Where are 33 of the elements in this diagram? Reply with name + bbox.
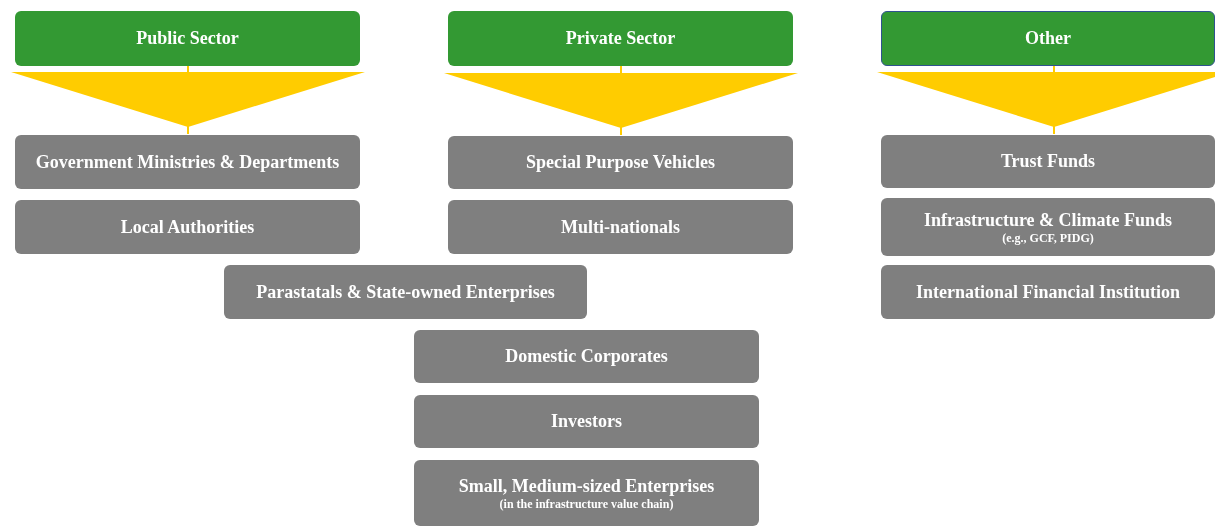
box-label: Infrastructure & Climate Funds [923,209,1173,231]
box-label: Other [1025,28,1071,49]
box-label: International Financial Institution [915,281,1180,303]
entity-box [224,265,587,319]
funnel-arrow [11,65,365,135]
box-label: Multi-nationals [561,216,680,238]
box-note: (in the infrastructure value chain) [499,496,674,511]
box-label: Private Sector [565,28,676,49]
entity-box [881,135,1215,188]
entity-box [448,200,793,254]
box-label: Investors [551,411,622,432]
category-header [448,11,793,66]
box-label: Government Ministries & Departments [35,151,340,173]
funnel-arrow [877,65,1215,135]
box-label: Special Purpose Vehicles [526,152,715,173]
box-label: Local Authorities [120,216,255,238]
entity-box [414,330,759,383]
box-label: Domestic Corporates [505,346,668,367]
funnel-arrow [444,65,798,136]
entity-box [15,135,360,189]
box-label: Public Sector [136,28,239,49]
entity-box [881,198,1215,256]
box-note: (e.g., GCF, PIDG) [1002,230,1094,245]
box-label: Parastatals & State-owned Enterprises [256,281,555,303]
box-label: Trust Funds [1000,151,1096,172]
category-header [881,11,1215,66]
entity-box [15,200,360,254]
entity-box [881,265,1215,319]
box-label: Small, Medium-sized Enterprises [458,475,715,497]
entity-box [414,460,759,526]
entity-box [448,136,793,189]
category-header [15,11,360,66]
entity-box [414,395,759,448]
